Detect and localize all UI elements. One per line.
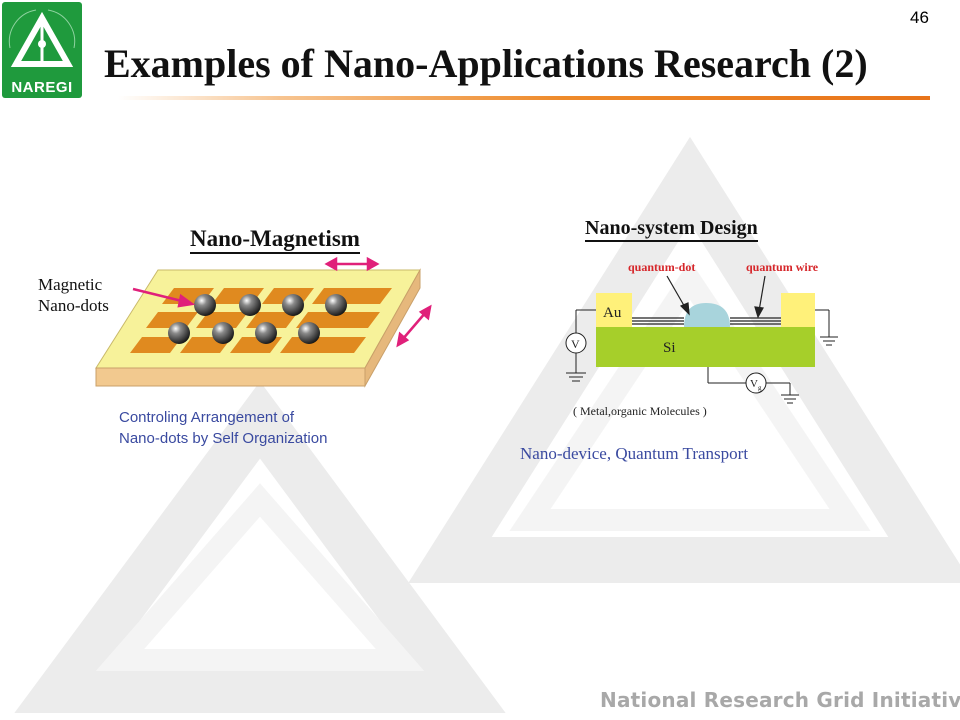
quantum-dot-label: quantum-dot <box>628 260 696 274</box>
si-text: Si <box>663 340 676 356</box>
molecules-label: ( Metal,organic Molecules ) <box>573 404 707 418</box>
label-line-2: Nano-dots <box>38 296 109 315</box>
au-pad-right <box>781 293 815 327</box>
caption-line-2: Nano-dots by Self Organization <box>119 430 328 447</box>
page-number: 46 <box>910 8 929 27</box>
page-title: Examples of Nano-Applications Research (… <box>104 41 868 86</box>
nano-dot-spheres <box>168 294 347 344</box>
au-text: Au <box>603 305 622 321</box>
title-underline <box>118 96 930 100</box>
magnetic-nano-dots-label: Magnetic Nano-dots <box>38 274 109 316</box>
magnetism-caption: Controling Arrangement of Nano-dots by S… <box>119 407 327 449</box>
nano-magnetism-heading: Nano-Magnetism <box>190 226 360 254</box>
si-substrate <box>596 327 815 367</box>
label-line-1: Magnetic <box>38 275 103 294</box>
footer-text: National Research Grid Initiative <box>600 688 960 712</box>
logo-triangle-icon <box>8 9 76 67</box>
nano-device-caption: Nano-device, Quantum Transport <box>520 444 749 463</box>
gate-text: V <box>750 378 758 390</box>
quantum-dot-shape <box>684 303 730 327</box>
logo-name: NAREGI <box>11 79 73 96</box>
nano-system-heading: Nano-system Design <box>585 216 758 242</box>
au-pad-left <box>596 293 632 327</box>
quantum-wire-label: quantum wire <box>746 260 819 274</box>
voltmeter-text: V <box>571 337 580 351</box>
caption-line-1: Controling Arrangement of <box>119 409 295 426</box>
substrate-side <box>364 268 421 388</box>
naregi-logo: NAREGI <box>2 2 82 98</box>
gate-sub-text: g <box>758 384 762 392</box>
